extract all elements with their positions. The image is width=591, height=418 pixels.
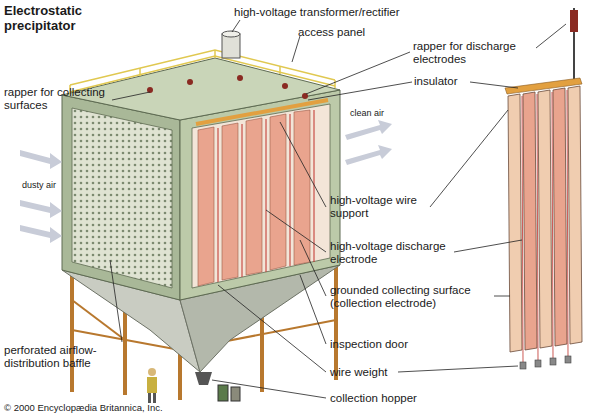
part-label: insulator xyxy=(414,75,474,88)
collecting-plates xyxy=(508,86,582,352)
leader-lines xyxy=(110,20,566,398)
transformer-label: high-voltage transformer/rectifier xyxy=(234,6,454,19)
copyright-note: © 2000 Encyclopædia Britannica, Inc. xyxy=(4,402,234,414)
housing-front xyxy=(180,90,340,300)
discharge-wires xyxy=(522,90,568,362)
hopper-outlet xyxy=(195,372,212,385)
airflow-arrows xyxy=(20,120,392,243)
insulators xyxy=(147,75,308,99)
part-label: grounded collecting surface (collection … xyxy=(330,284,492,310)
transformer xyxy=(222,34,240,58)
flow-label: clean air xyxy=(350,108,410,119)
part-label: high-voltage discharge electrode xyxy=(330,240,452,266)
barrel xyxy=(218,385,228,401)
insulator xyxy=(570,10,578,32)
part-label: rapper for collecting surfaces xyxy=(4,86,114,112)
part-label: inspection door xyxy=(330,338,440,351)
part-label: rapper for discharge electrodes xyxy=(413,40,535,66)
part-label: collection hopper xyxy=(330,392,450,405)
wire-weights xyxy=(520,356,571,369)
part-label: wire weight xyxy=(330,366,410,379)
diagram-title: Electrostatic precipitator xyxy=(4,3,114,33)
railing xyxy=(70,50,335,94)
transformer xyxy=(222,31,240,37)
discharge-wires xyxy=(218,110,314,282)
person-figure xyxy=(147,368,157,403)
part-label: perforated airflow-distribution baffle xyxy=(4,344,122,370)
housing-side xyxy=(62,95,180,300)
flow-label: dusty air xyxy=(22,180,82,191)
part-label: access panel xyxy=(298,26,388,39)
part-label: high-voltage wire support xyxy=(330,194,428,220)
perforated-baffle xyxy=(72,108,172,288)
collecting-plates xyxy=(198,110,310,286)
barrel xyxy=(231,387,240,401)
